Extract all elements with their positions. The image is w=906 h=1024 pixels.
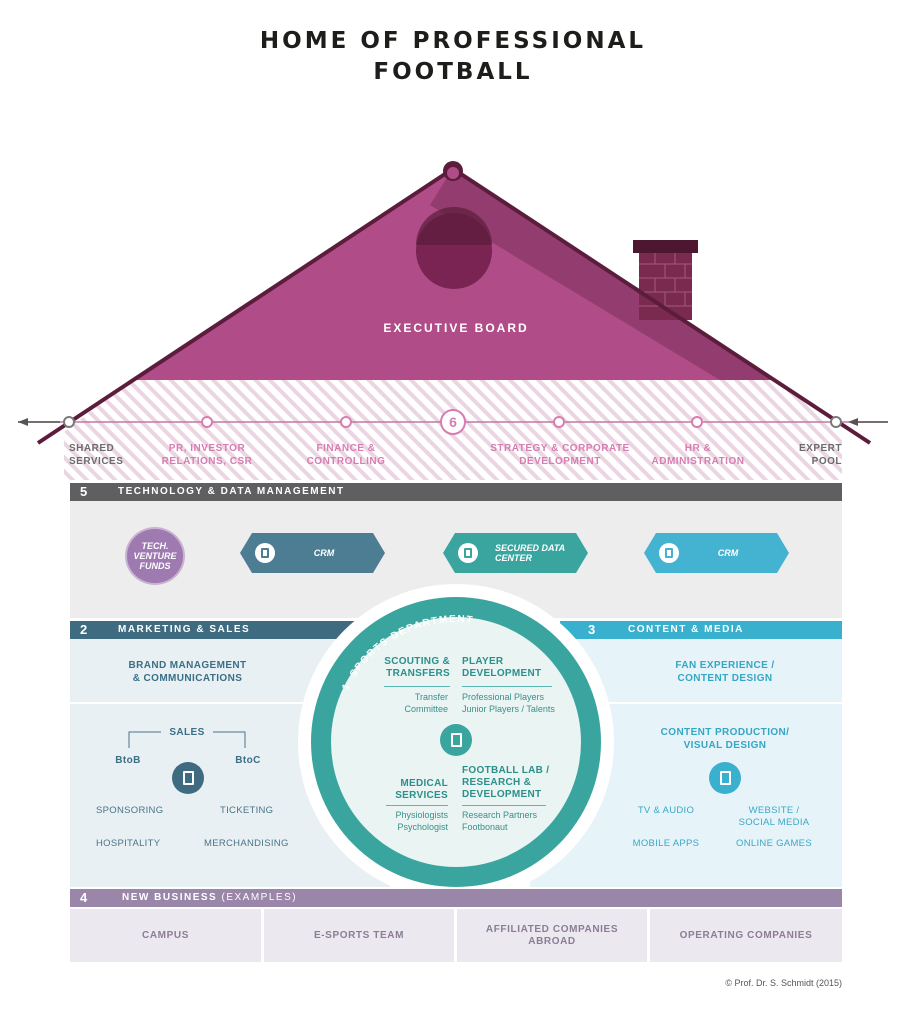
tech-number: 5 — [80, 484, 89, 499]
sponsoring: SPONSORING — [96, 805, 164, 816]
sales-device-icon — [172, 762, 204, 794]
copyright: © Prof. Dr. S. Schmidt (2015) — [725, 978, 842, 988]
scouting-transfers: SCOUTING &TRANSFERS — [384, 656, 450, 679]
content-number: 3 — [588, 622, 597, 637]
ticketing: TICKETING — [220, 805, 274, 816]
merchandising: MERCHANDISING — [204, 838, 289, 849]
marketing-band: 2 MARKETING & SALES — [70, 621, 360, 639]
finance-label: FINANCE &CONTROLLING — [306, 443, 386, 467]
device-icon — [255, 543, 275, 563]
title-line-2: FOOTBALL — [373, 59, 533, 85]
roof-shade — [430, 168, 776, 380]
content-divider — [600, 702, 842, 704]
player-rule — [462, 686, 552, 687]
marketing-number: 2 — [80, 622, 89, 637]
title-line-1: HOME OF PROFESSIONAL — [259, 28, 647, 54]
device-icon — [659, 543, 679, 563]
content-band: 3 CONTENT & MEDIA — [560, 621, 842, 639]
marketing-title: MARKETING & SALES — [118, 624, 251, 635]
esports-cell: E-SPORTS TEAM — [264, 909, 454, 962]
marketing-divider — [70, 702, 310, 704]
sales-label: SALES — [169, 727, 205, 738]
content-production: CONTENT PRODUCTION/VISUAL DESIGN — [660, 727, 790, 751]
medical-rule — [386, 805, 448, 806]
btob-label: BtoB — [115, 755, 141, 766]
fan-experience: FAN EXPERIENCE /CONTENT DESIGN — [675, 660, 775, 684]
campus-cell: CAMPUS — [70, 909, 261, 962]
sports-device-icon — [440, 724, 472, 756]
hr-label: HR &ADMINISTRATION — [651, 443, 745, 467]
right-arrow-icon — [848, 418, 858, 426]
content-title: CONTENT & MEDIA — [628, 624, 744, 635]
service-nodes — [63, 409, 842, 435]
roof-executive-board: 6 — [18, 161, 888, 480]
content-device-icon — [709, 762, 741, 794]
sales-bracket — [128, 731, 246, 748]
operating-cell: OPERATING COMPANIES — [650, 909, 842, 962]
football-lab: FOOTBALL LAB /RESEARCH &DEVELOPMENT — [462, 765, 550, 800]
crm-right-label: CRM — [717, 548, 739, 558]
btoc-label: BtoC — [235, 755, 261, 766]
executive-board-label: EXECUTIVE BOARD — [383, 321, 529, 335]
scouting-rule — [384, 686, 450, 687]
new-business-title: NEW BUSINESS (EXAMPLES) — [122, 892, 298, 903]
device-icon — [458, 543, 478, 563]
new-business-band: 4 NEW BUSINESS (EXAMPLES) — [70, 889, 842, 907]
online-games: ONLINE GAMES — [736, 838, 812, 849]
tv-audio: TV & AUDIO — [637, 805, 695, 816]
tech-title: TECHNOLOGY & DATA MANAGEMENT — [118, 486, 345, 497]
website-social-media: WEBSITE /SOCIAL MEDIA — [738, 805, 810, 828]
page-title: HOME OF PROFESSIONAL FOOTBALL — [0, 26, 906, 88]
hospitality: HOSPITALITY — [96, 838, 161, 849]
tech-band: 5 TECHNOLOGY & DATA MANAGEMENT — [70, 483, 842, 501]
brand-management: BRAND MANAGEMENT& COMMUNICATIONS — [128, 660, 247, 684]
mobile-apps: MOBILE APPS — [632, 838, 700, 849]
crm-pill-right: CRM — [644, 533, 789, 573]
crm-pill-left: CRM — [240, 533, 385, 573]
section-6-number: 6 — [449, 414, 457, 430]
crm-left-label: CRM — [313, 548, 335, 558]
new-business-number: 4 — [80, 890, 89, 905]
lab-rule — [462, 805, 546, 806]
